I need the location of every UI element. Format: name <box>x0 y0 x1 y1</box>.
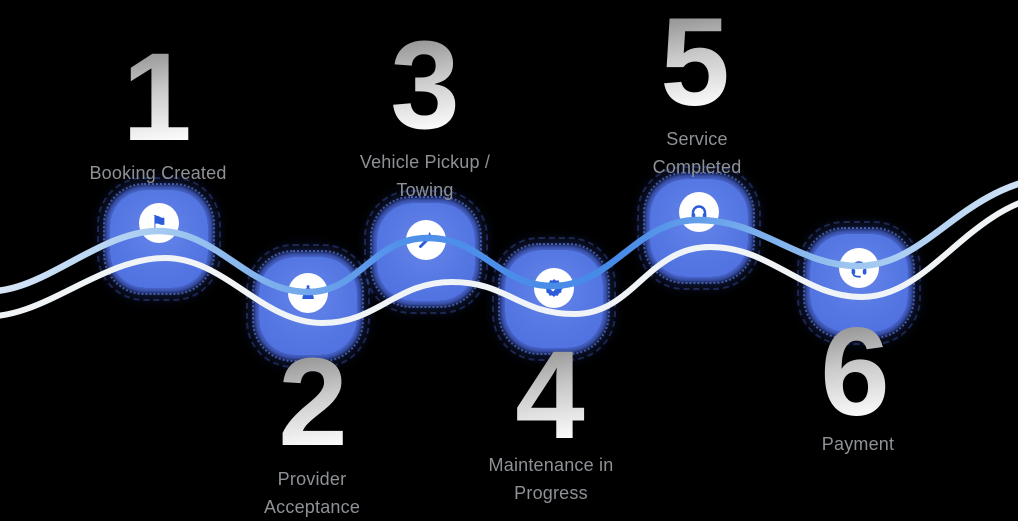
step-label-line: Booking Created <box>89 163 227 183</box>
verified-badge-icon <box>544 279 564 297</box>
icon-circle: ♟︎ <box>288 273 328 313</box>
icon-circle <box>534 268 574 308</box>
step-label-line: Progress <box>514 483 588 503</box>
magic-wand-icon <box>419 231 434 248</box>
step-icon-badge <box>364 190 488 314</box>
step-label-line: Towing <box>396 180 454 200</box>
step-number: 5 <box>585 0 805 125</box>
step-label: Provider Acceptance <box>182 465 442 521</box>
step-label-line: Vehicle Pickup / <box>359 152 491 172</box>
step-number: 2 <box>203 340 423 465</box>
step-label: Service Completed <box>567 125 827 181</box>
step-label-line: Payment <box>821 434 895 454</box>
icon-circle: ⚑ <box>139 203 179 243</box>
step-label: Vehicle Pickup / Towing <box>295 148 555 204</box>
step-label: Payment <box>728 430 988 458</box>
headset-icon <box>691 205 707 222</box>
step-number: 3 <box>315 23 535 148</box>
step-label: Booking Created <box>28 159 288 187</box>
icon-circle <box>679 192 719 232</box>
step-label-line: Service <box>666 129 728 149</box>
step-icon-badge: ⚑ <box>97 177 221 301</box>
headset-icon <box>851 261 867 278</box>
step-label-line: Acceptance <box>263 497 361 517</box>
step-icon-badge <box>637 166 761 290</box>
icon-circle <box>406 220 446 260</box>
step-label: Maintenance in Progress <box>421 451 681 507</box>
step-label-line: Completed <box>652 157 742 177</box>
step-number: 6 <box>745 310 965 435</box>
flag-icon: ⚑ <box>150 211 168 234</box>
step-number: 1 <box>47 35 267 160</box>
step-number: 4 <box>440 333 660 458</box>
step-label-line: Provider <box>277 469 347 489</box>
chess-pawn-icon: ♟︎ <box>299 281 317 304</box>
step-label-line: Maintenance in <box>488 455 614 475</box>
icon-circle <box>839 248 879 288</box>
